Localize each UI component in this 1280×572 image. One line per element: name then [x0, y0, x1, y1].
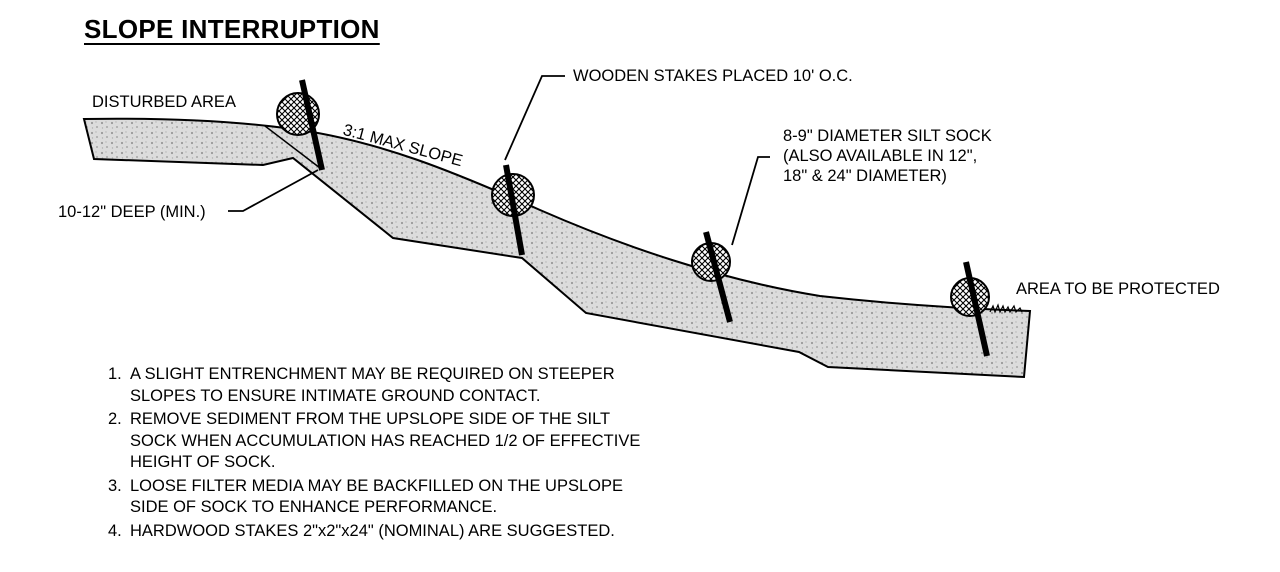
note-item: 4. HARDWOOD STAKES 2"x2"x24" (NOMINAL) A…: [108, 521, 640, 543]
note-number: 2.: [108, 410, 122, 428]
label-deep: 10-12" DEEP (MIN.): [58, 203, 206, 221]
disturbed-area-boundary: [264, 125, 321, 169]
label-silt-sock-line1: 8-9" DIAMETER SILT SOCK: [783, 127, 992, 145]
label-protected-area: AREA TO BE PROTECTED: [1016, 280, 1220, 298]
note-item: 1. A SLIGHT ENTRENCHMENT MAY BE REQUIRED…: [108, 364, 640, 407]
label-disturbed-area: DISTURBED AREA: [92, 93, 236, 111]
note-text: REMOVE SEDIMENT FROM THE UPSLOPE SIDE OF…: [130, 410, 641, 471]
diagram-title: SLOPE INTERRUPTION: [84, 14, 380, 44]
label-silt-sock-line3: 18" & 24" DIAMETER): [783, 167, 947, 185]
note-item: 3. LOOSE FILTER MEDIA MAY BE BACKFILLED …: [108, 476, 640, 519]
grass-icon: [989, 303, 1023, 314]
leader-deep: [228, 169, 319, 212]
note-text: HARDWOOD STAKES 2"x2"x24" (NOMINAL) ARE …: [130, 521, 615, 540]
stake-1: [299, 79, 325, 171]
note-number: 4.: [108, 521, 122, 540]
stake-4: [963, 261, 990, 357]
note-item: 2. REMOVE SEDIMENT FROM THE UPSLOPE SIDE…: [108, 409, 640, 474]
label-wooden-stakes: WOODEN STAKES PLACED 10' O.C.: [573, 67, 853, 85]
notes-list: 1. A SLIGHT ENTRENCHMENT MAY BE REQUIRED…: [108, 364, 640, 544]
label-silt-sock-line2: (ALSO AVAILABLE IN 12",: [783, 147, 978, 165]
stake-2: [503, 164, 525, 256]
note-text: A SLIGHT ENTRENCHMENT MAY BE REQUIRED ON…: [130, 365, 615, 405]
soil-profile: [82, 117, 1032, 379]
stake-3: [703, 231, 733, 323]
leader-silt-sock: [731, 156, 770, 246]
note-number: 3.: [108, 476, 122, 495]
note-text: LOOSE FILTER MEDIA MAY BE BACKFILLED ON …: [130, 476, 624, 517]
leader-wooden-stakes: [504, 75, 565, 161]
note-number: 1.: [108, 365, 122, 383]
label-silt-sock: 8-9" DIAMETER SILT SOCK (ALSO AVAILABLE …: [783, 126, 992, 186]
